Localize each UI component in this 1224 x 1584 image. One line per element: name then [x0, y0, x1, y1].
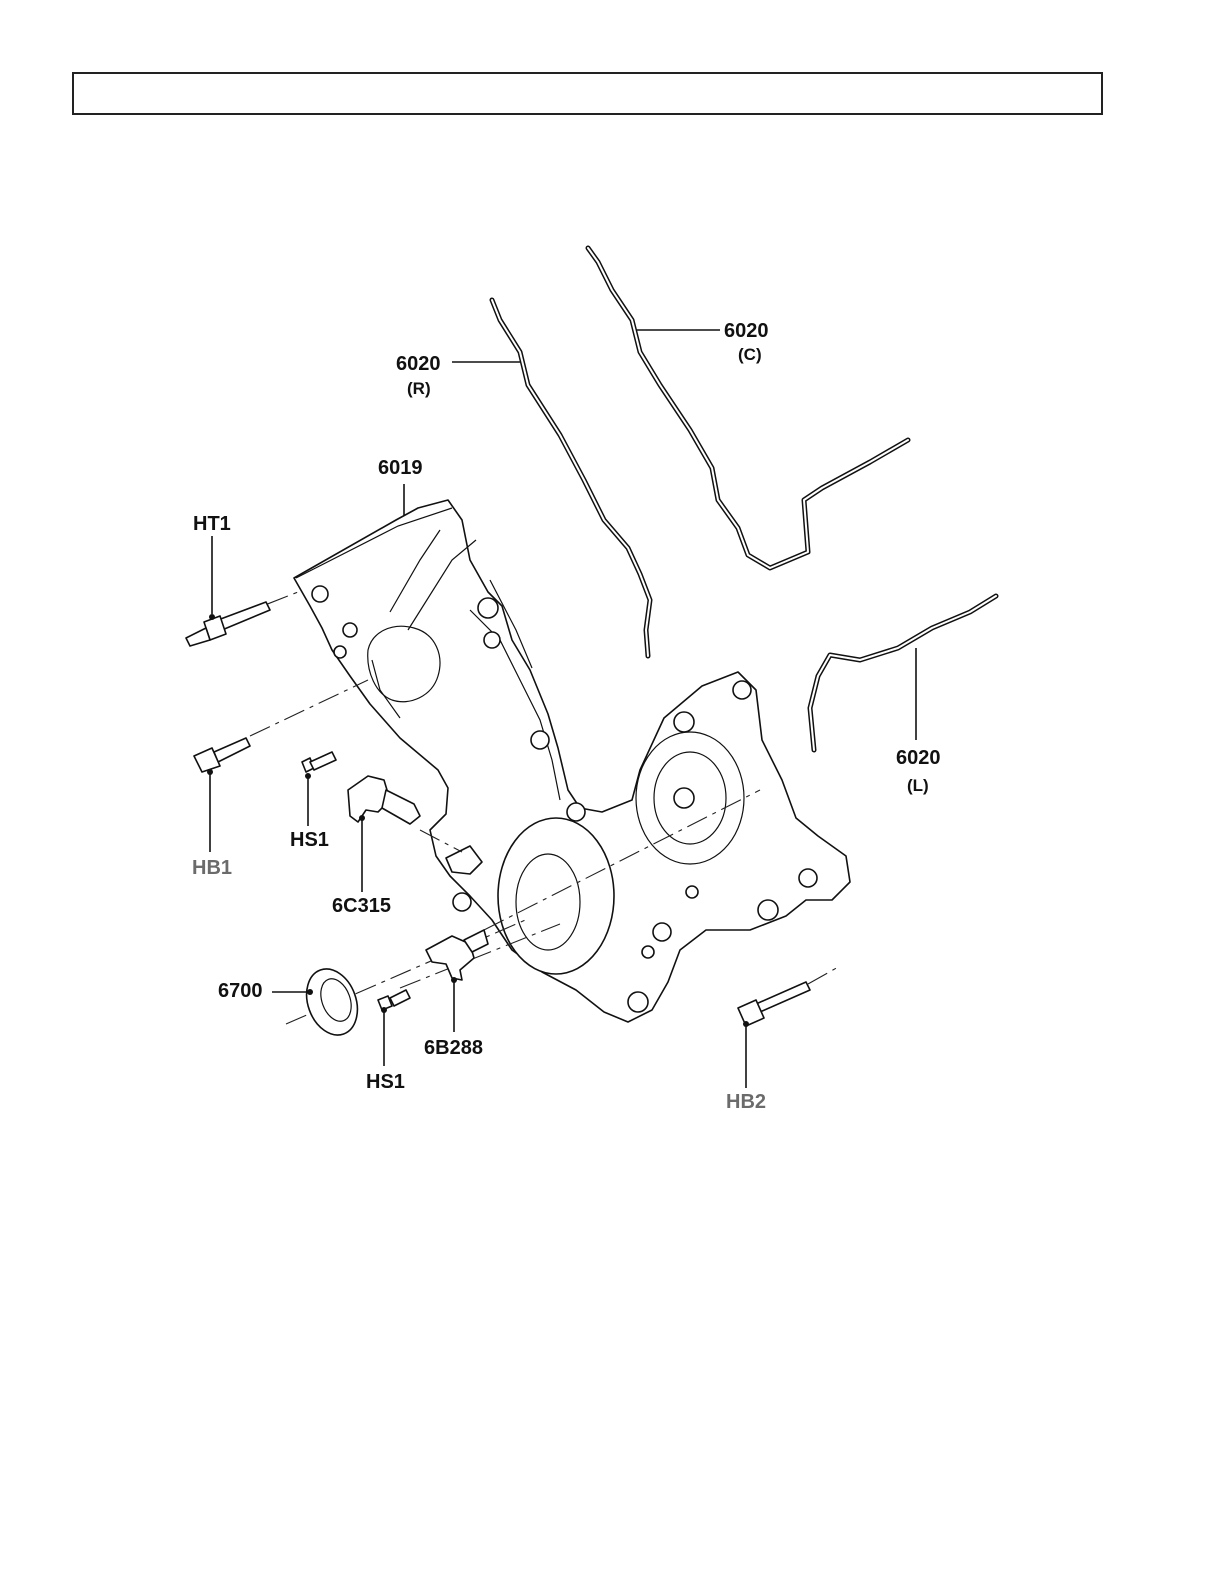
label-seal-6700: 6700 [218, 980, 263, 1002]
label-screw-hs1-lower: HS1 [366, 1071, 405, 1093]
label-screw-hs1-upper: HS1 [290, 829, 329, 851]
label-gasket-right-note: (R) [407, 379, 431, 398]
bolt-hb1 [194, 738, 250, 775]
label-gasket-left-note: (L) [907, 776, 929, 795]
label-gasket-center-note: (C) [738, 345, 762, 364]
label-gasket-center-part: 6020 [724, 320, 769, 342]
gasket-center [588, 248, 908, 568]
label-sensor-6b288: 6B288 [424, 1037, 483, 1059]
bolt-hb2 [738, 982, 810, 1027]
sensor-6c315 [348, 776, 420, 824]
screw-hs1-lower [378, 990, 410, 1013]
label-bolt-hb2: HB2 [726, 1091, 766, 1113]
label-sensor-6c315: 6C315 [332, 895, 391, 917]
label-gasket-left-part: 6020 [896, 747, 941, 769]
screw-hs1-upper [302, 752, 336, 779]
label-gasket-right-part: 6020 [396, 353, 441, 375]
front-cover [294, 500, 850, 1022]
label-cover: 6019 [378, 457, 423, 479]
label-bolt-hb1: HB1 [192, 857, 232, 879]
label-stud-ht1: HT1 [193, 513, 231, 535]
stud-ht1 [186, 602, 270, 646]
gasket-left [810, 596, 996, 750]
seal-6700 [298, 962, 366, 1042]
gasket-right [492, 300, 650, 656]
